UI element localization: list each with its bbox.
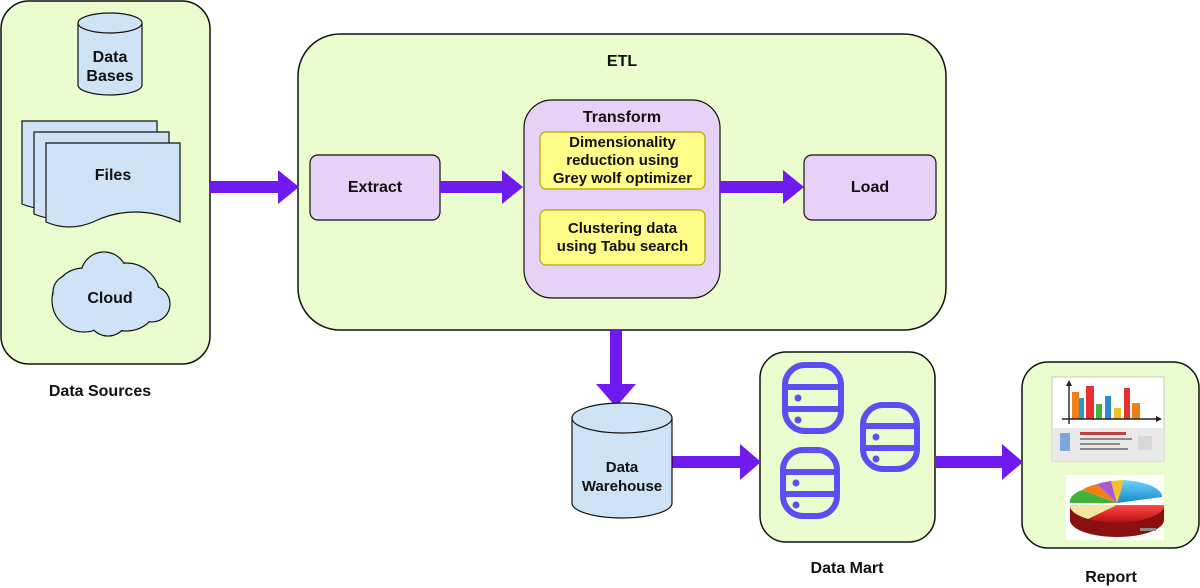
cloud-icon-fill [52, 252, 170, 336]
data-warehouse-cylinder-icon [571, 402, 673, 519]
arrow-etl-to-warehouse [596, 330, 636, 407]
data-mart-caption: Data Mart [810, 559, 884, 577]
report-pie-chart-thumbnail [1066, 475, 1165, 540]
report-caption: Report [1085, 568, 1137, 586]
transform-box [523, 99, 721, 299]
arrow-mart-to-report [935, 444, 1023, 480]
algo-gwo-box [539, 131, 706, 190]
databases-cylinder-icon [77, 12, 143, 96]
algo-gwo-label: Dimensionality reduction using Grey wolf… [552, 133, 693, 187]
arrow-warehouse-to-mart [670, 444, 761, 480]
arrow-extract-to-transform [440, 170, 523, 204]
transform-label: Transform [582, 108, 662, 126]
extract-label: Extract [347, 179, 403, 196]
etl-title: ETL [606, 52, 638, 70]
data-sources-caption: Data Sources [48, 382, 152, 400]
arrows [210, 170, 1023, 480]
report-bar-chart-thumbnail [1051, 376, 1165, 462]
files-stack-icon [21, 120, 181, 228]
databases-label: Data Bases [86, 49, 134, 85]
algo-tabu-label: Clustering data using Tabu search [556, 219, 689, 255]
arrow-sources-to-etl [210, 170, 299, 204]
data-mart-db-icon-2 [860, 402, 920, 472]
load-box [803, 154, 937, 221]
files-label: Files [94, 166, 132, 184]
data-warehouse-label: Data Warehouse [581, 459, 663, 495]
algo-tabu-box [539, 209, 706, 266]
data-mart-db-icon-1 [782, 362, 844, 434]
arrow-transform-to-load [720, 170, 804, 204]
load-label: Load [850, 179, 890, 196]
cloud-label: Cloud [87, 289, 133, 307]
data-mart-db-icon-3 [780, 447, 840, 519]
